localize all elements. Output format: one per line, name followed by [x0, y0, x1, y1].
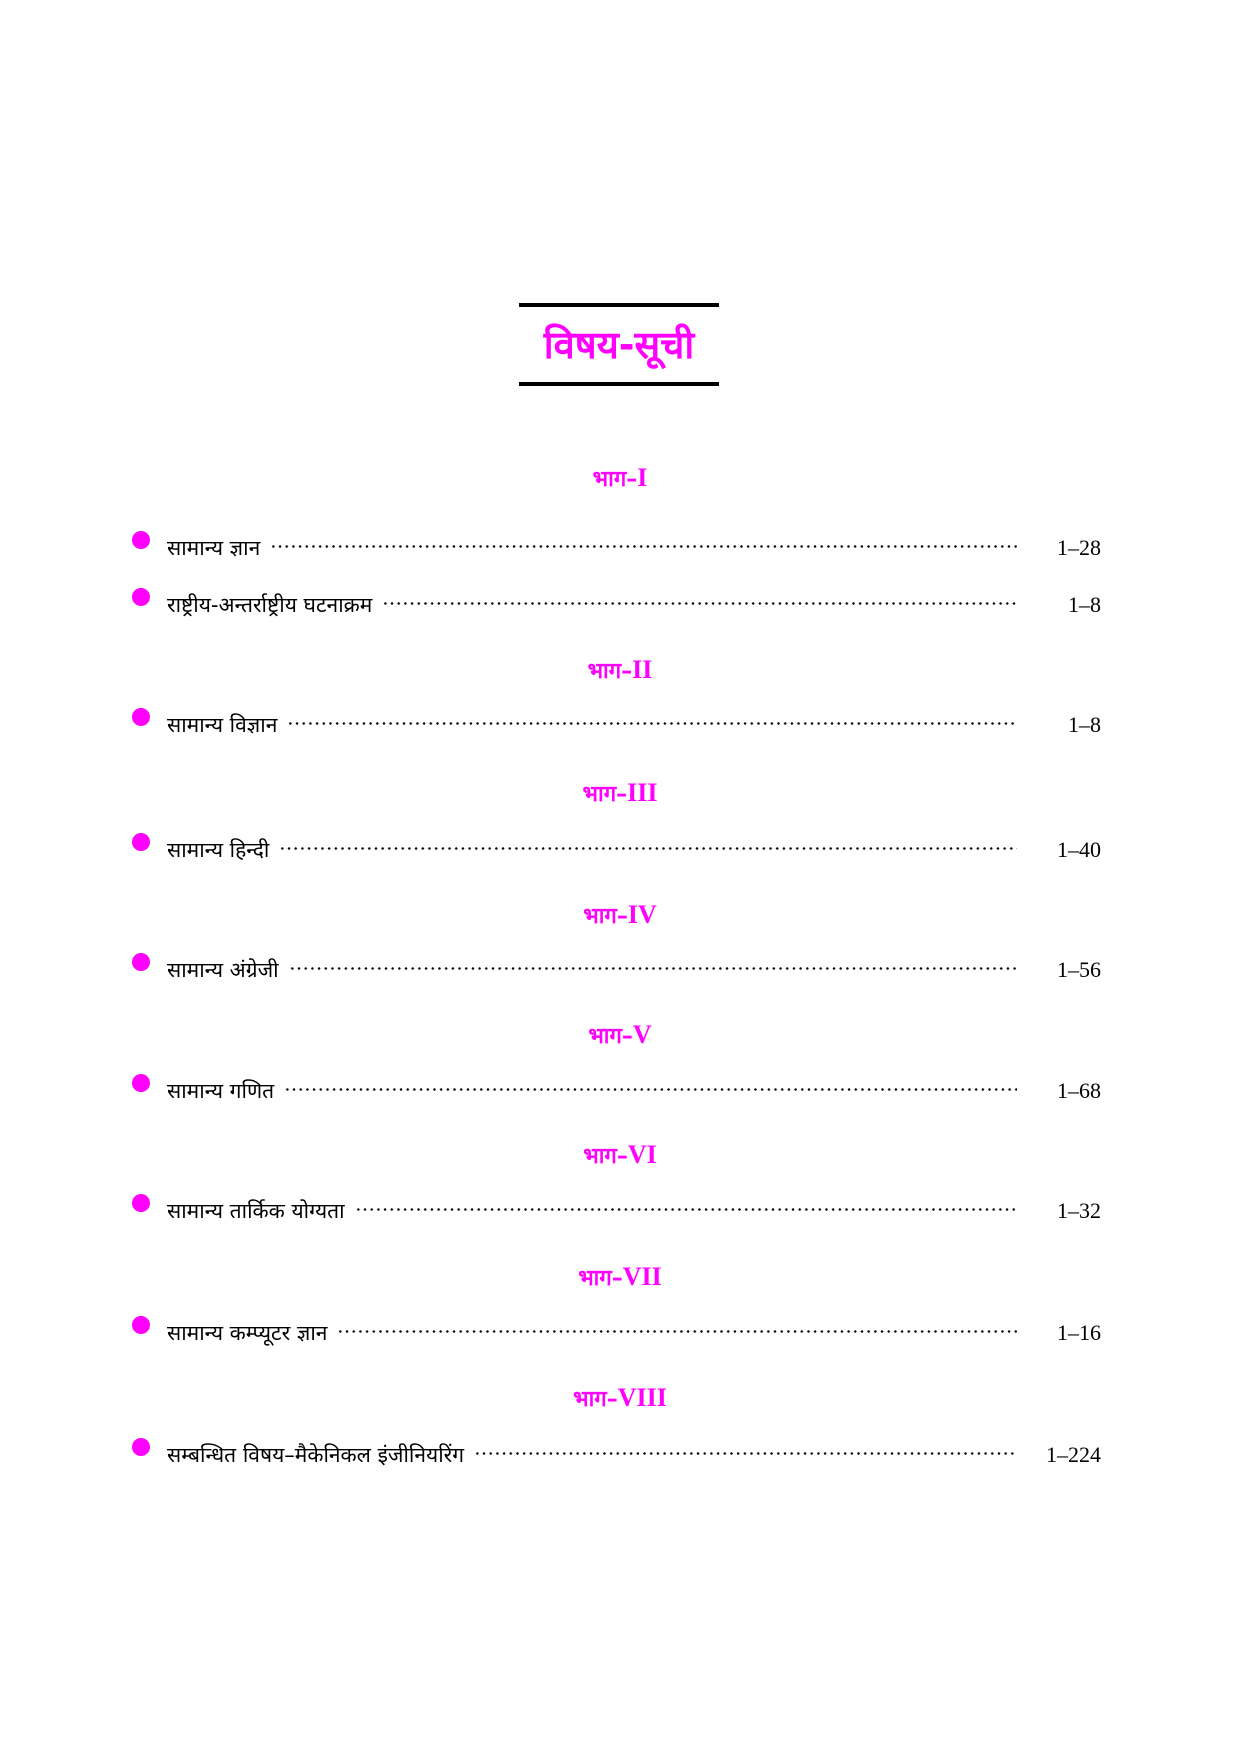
entry-pages: 1–28	[1057, 535, 1101, 560]
dot-leader	[284, 1068, 1017, 1098]
section-prefix: भाग–	[587, 659, 633, 684]
toc-entry[interactable]: सामान्य हिन्दी 1–40	[131, 827, 1101, 862]
entry-pages: 1–8	[1068, 712, 1101, 737]
bullet-icon	[132, 531, 150, 549]
toc-entry[interactable]: सामान्य गणित 1–68	[131, 1068, 1101, 1103]
dot-leader	[270, 525, 1017, 555]
entry-pages: 1–68	[1057, 1078, 1101, 1103]
section-heading-part-3: भाग–III	[0, 778, 1240, 810]
section-heading-part-4: भाग–IV	[0, 900, 1240, 932]
toc-entry[interactable]: सामान्य ज्ञान 1–28	[131, 525, 1101, 560]
toc-entry[interactable]: सामान्य तार्किक योग्यता 1–32	[131, 1188, 1101, 1223]
section-prefix: भाग–	[573, 1387, 618, 1412]
bullet-icon	[132, 708, 150, 726]
section-prefix: भाग–	[582, 782, 628, 807]
toc-entry[interactable]: सम्बन्धित विषय–मैकेनिकल इंजीनियरिंग 1–22…	[131, 1432, 1101, 1467]
title-block: विषय-सूची	[519, 303, 719, 388]
entry-label: सामान्य हिन्दी	[167, 838, 270, 862]
bullet-icon	[132, 1074, 150, 1092]
title-top-rule	[519, 303, 719, 307]
section-heading-part-1: भाग–I	[0, 463, 1240, 495]
section-numeral: VII	[622, 1262, 662, 1291]
bullet-icon	[132, 1438, 150, 1456]
toc-entry[interactable]: सामान्य कम्प्यूटर ज्ञान 1–16	[131, 1310, 1101, 1345]
section-numeral: VIII	[617, 1383, 667, 1412]
section-prefix: भाग–	[578, 1266, 623, 1291]
toc-entry[interactable]: सामान्य विज्ञान 1–8	[131, 702, 1101, 737]
entry-label: सामान्य अंग्रेजी	[167, 958, 279, 982]
toc-entry[interactable]: राष्ट्रीय-अन्तर्राष्ट्रीय घटनाक्रम 1–8	[131, 582, 1101, 617]
bullet-icon	[132, 1194, 150, 1212]
bullet-icon	[132, 953, 150, 971]
section-prefix: भाग–	[583, 904, 628, 929]
dot-leader	[337, 1310, 1017, 1340]
entry-pages: 1–8	[1068, 592, 1101, 617]
section-numeral: III	[627, 778, 658, 807]
section-heading-part-7: भाग–VII	[0, 1262, 1240, 1294]
bullet-icon	[132, 588, 150, 606]
toc-entry[interactable]: सामान्य अंग्रेजी 1–56	[131, 947, 1101, 982]
entry-pages: 1–32	[1057, 1198, 1101, 1223]
dot-leader	[287, 702, 1017, 732]
entry-label: सामान्य तार्किक योग्यता	[167, 1199, 345, 1223]
dot-leader	[382, 582, 1017, 612]
entry-label: सामान्य कम्प्यूटर ज्ञान	[167, 1321, 328, 1345]
section-numeral: V	[632, 1020, 652, 1049]
dot-leader	[288, 947, 1018, 977]
section-prefix: भाग–	[583, 1144, 628, 1169]
entry-pages: 1–56	[1057, 957, 1101, 982]
section-prefix: भाग–	[592, 467, 638, 492]
section-numeral: II	[632, 655, 653, 684]
bullet-icon	[132, 833, 150, 851]
entry-label: सम्बन्धित विषय–मैकेनिकल इंजीनियरिंग	[167, 1443, 465, 1467]
entry-label: सामान्य विज्ञान	[167, 713, 278, 737]
entry-label: सामान्य गणित	[167, 1079, 275, 1103]
section-numeral: I	[637, 463, 648, 492]
section-numeral: IV	[627, 900, 657, 929]
entry-pages: 1–16	[1057, 1320, 1101, 1345]
section-heading-part-6: भाग–VI	[0, 1140, 1240, 1172]
section-prefix: भाग–	[588, 1024, 633, 1049]
section-heading-part-2: भाग–II	[0, 655, 1240, 687]
bullet-icon	[132, 1316, 150, 1334]
dot-leader	[474, 1432, 1017, 1462]
section-heading-part-8: भाग–VIII	[0, 1383, 1240, 1415]
section-heading-part-5: भाग–V	[0, 1020, 1240, 1052]
page-title: विषय-सूची	[543, 323, 695, 367]
dot-leader	[279, 827, 1017, 857]
entry-label: सामान्य ज्ञान	[167, 536, 261, 560]
entry-pages: 1–40	[1057, 837, 1101, 862]
section-numeral: VI	[627, 1140, 657, 1169]
entry-label: राष्ट्रीय-अन्तर्राष्ट्रीय घटनाक्रम	[167, 593, 373, 617]
entry-pages: 1–224	[1046, 1442, 1101, 1467]
title-bottom-rule	[519, 382, 719, 386]
dot-leader	[354, 1188, 1018, 1218]
